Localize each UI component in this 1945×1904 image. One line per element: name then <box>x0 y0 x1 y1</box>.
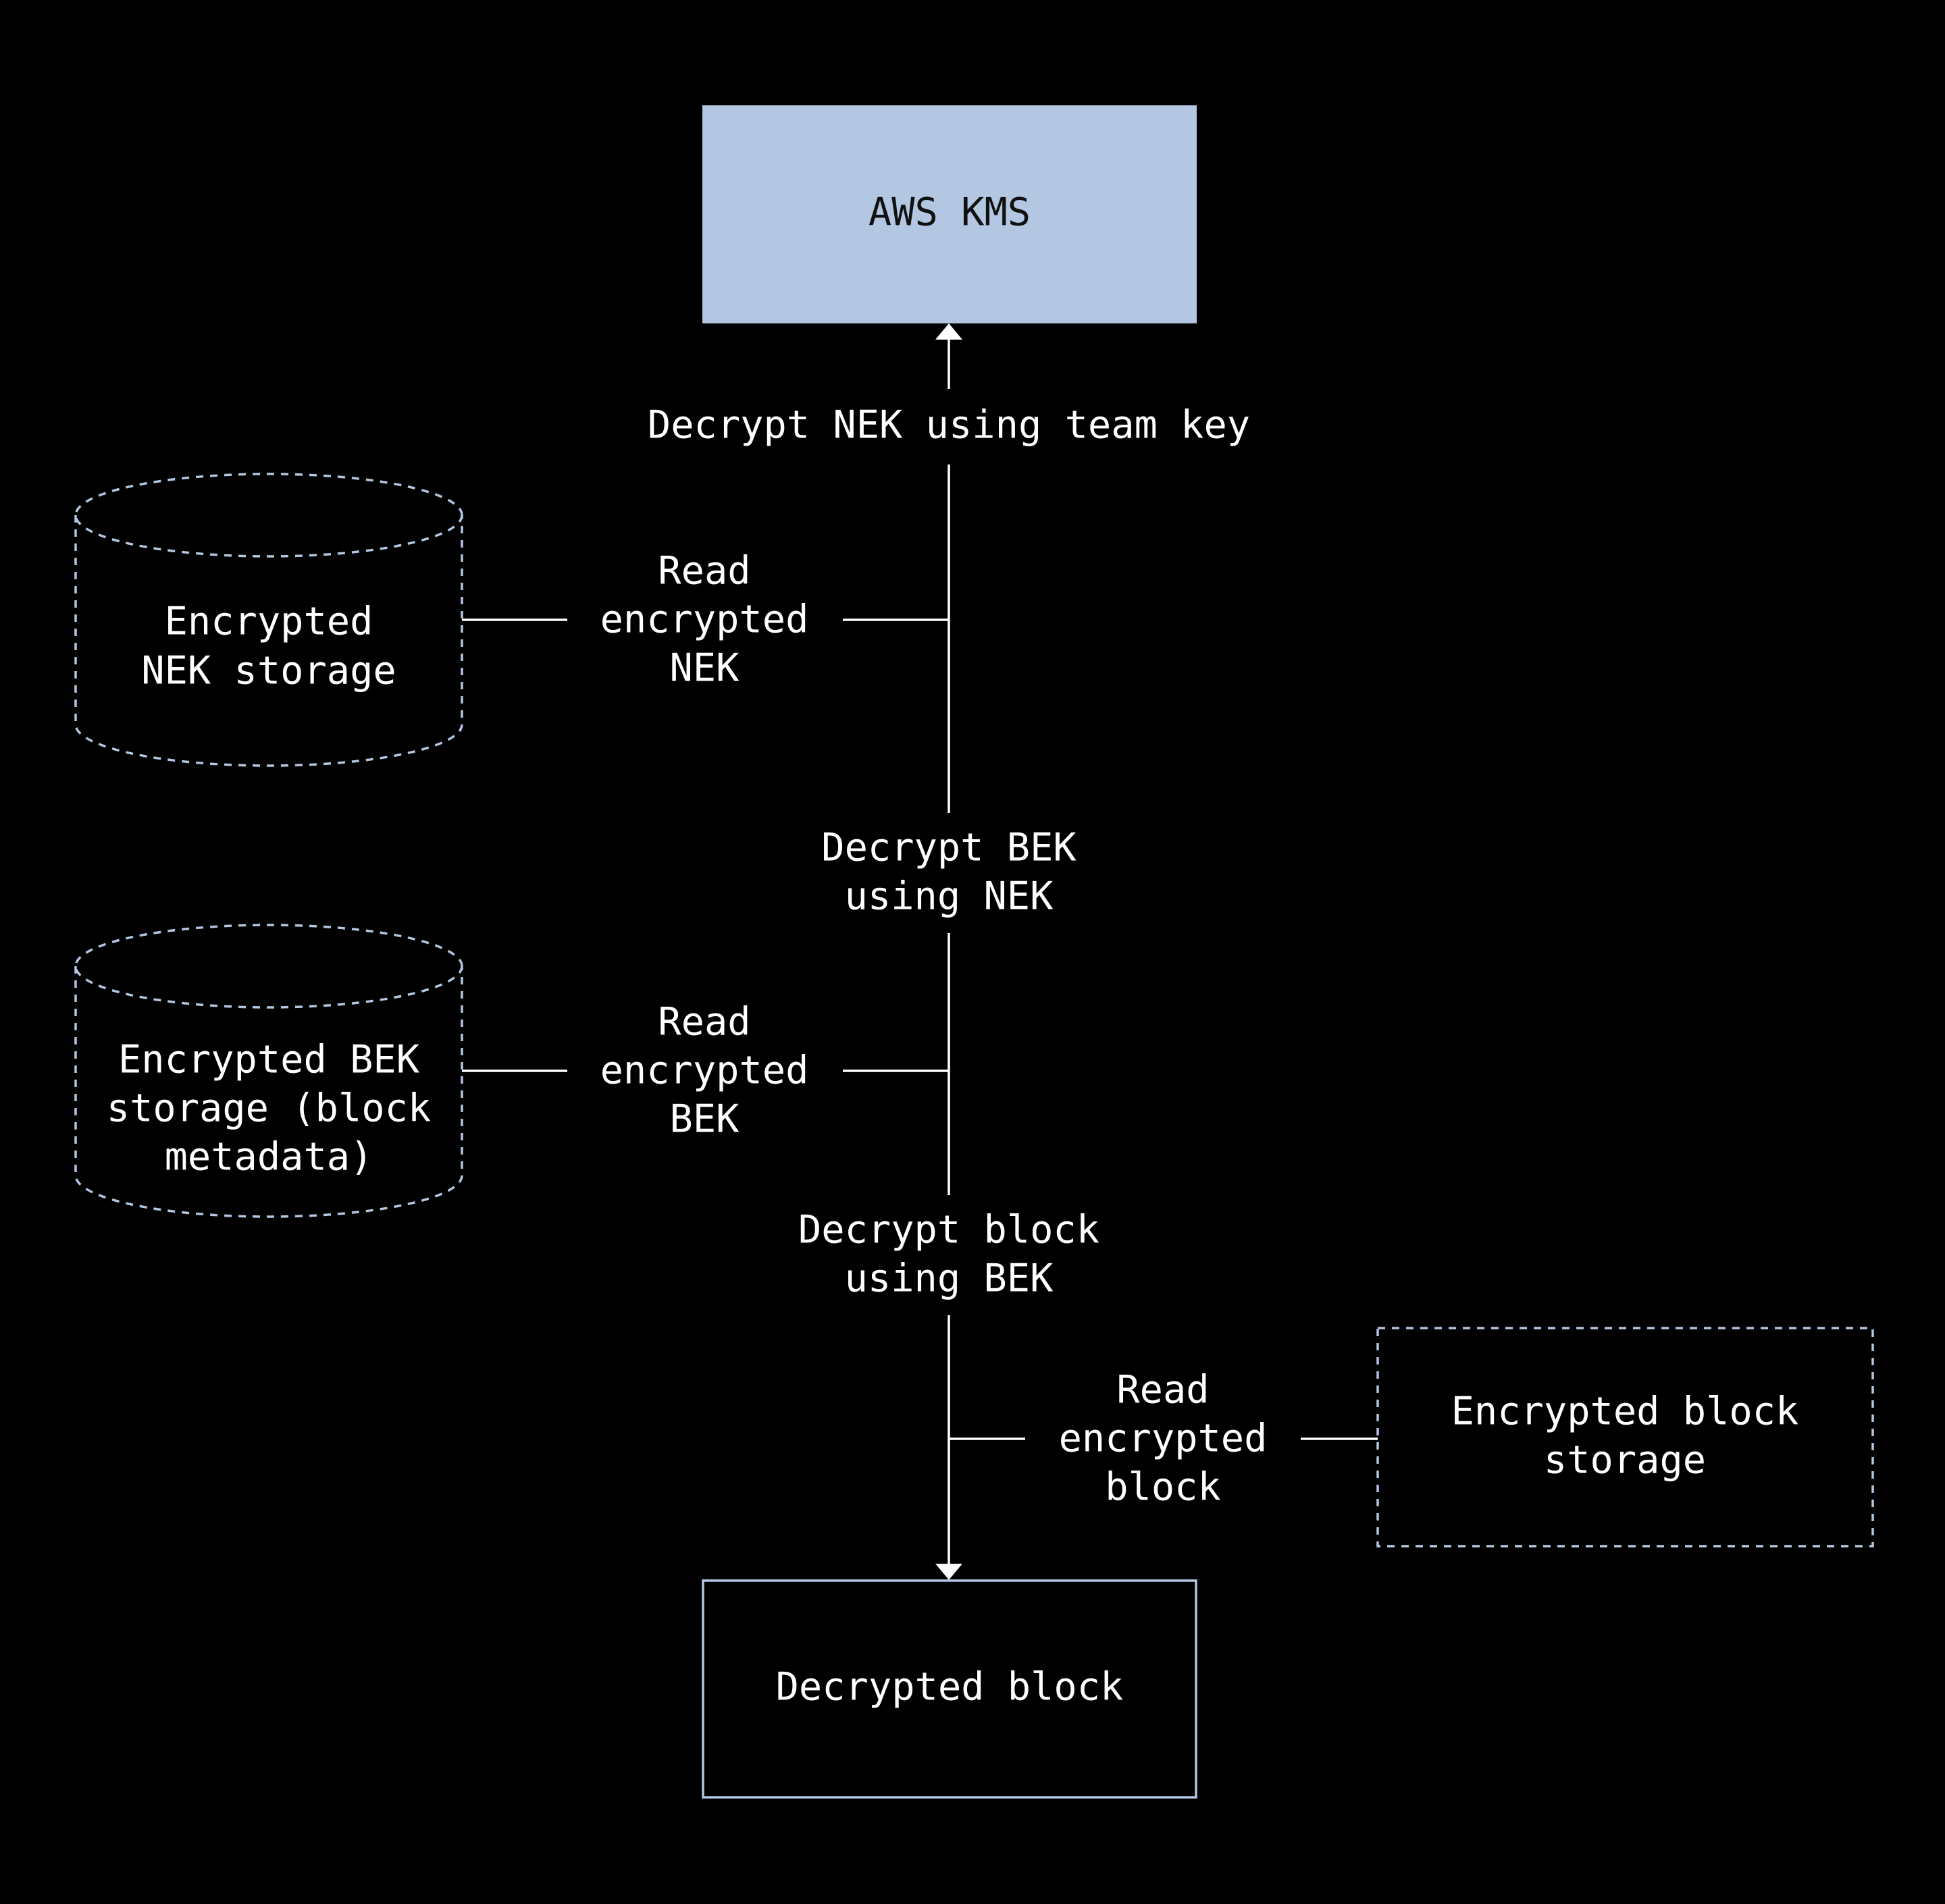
read-bek-line-2: encrypted <box>600 1049 809 1093</box>
bek-storage-node: Encrypted BEK storage (block metadata) <box>74 924 463 1218</box>
aws-kms-box <box>702 105 1197 323</box>
decrypt-block-label: Decrypt block using BEK <box>798 1208 1099 1301</box>
decrypted-block-box <box>702 1579 1197 1799</box>
bek-storage-line-1: Encrypted BEK <box>118 1038 420 1082</box>
nek-storage-node: Encrypted NEK storage <box>74 473 463 767</box>
decrypt-bek-label: Decrypt BEK using NEK <box>821 826 1077 919</box>
read-bek-label: Read encrypted BEK <box>600 1000 809 1142</box>
read-nek-line-3: NEK <box>670 646 740 691</box>
arrowhead-up-icon <box>935 323 962 340</box>
decrypted-block-label: Decrypted block <box>776 1665 1124 1710</box>
bek-storage-line-3: metadata) <box>165 1135 373 1180</box>
block-storage-node: Encrypted block storage <box>1376 1327 1874 1548</box>
read-bek-line-3: BEK <box>670 1097 740 1142</box>
decrypt-block-line-1: Decrypt block <box>798 1208 1099 1252</box>
aws-kms-label: AWS KMS <box>868 190 1031 235</box>
aws-kms-node: AWS KMS <box>702 105 1197 323</box>
decrypt-bek-line-2: using NEK <box>845 874 1054 919</box>
read-block-line-1: Read <box>1116 1368 1209 1412</box>
read-nek-line-1: Read <box>658 549 750 593</box>
nek-storage-cylinder-body <box>74 515 463 767</box>
block-storage-box <box>1376 1327 1874 1548</box>
nek-storage-line-1: Encrypted <box>165 600 373 644</box>
read-nek-label: Read encrypted NEK <box>600 549 809 691</box>
block-storage-line-2: storage <box>1544 1438 1706 1483</box>
nek-storage-line-2: NEK storage <box>141 649 396 693</box>
read-bek-line-1: Read <box>658 1000 750 1044</box>
decrypt-nek-label: Decrypt NEK using team key <box>648 403 1250 448</box>
block-storage-line-1: Encrypted block <box>1451 1390 1799 1434</box>
bek-storage-line-2: storage (block <box>107 1086 431 1131</box>
read-block-line-3: block <box>1105 1465 1221 1510</box>
decrypt-bek-line-1: Decrypt BEK <box>821 826 1077 870</box>
read-block-line-2: encrypted <box>1059 1417 1268 1461</box>
read-block-label: Read encrypted block <box>1059 1368 1268 1510</box>
bek-storage-cylinder-body <box>74 966 463 1218</box>
read-nek-line-2: encrypted <box>600 598 809 642</box>
arrowhead-down-icon <box>935 1564 962 1580</box>
decrypt-block-line-2: using BEK <box>845 1257 1054 1301</box>
decrypted-block-node: Decrypted block <box>702 1579 1197 1799</box>
